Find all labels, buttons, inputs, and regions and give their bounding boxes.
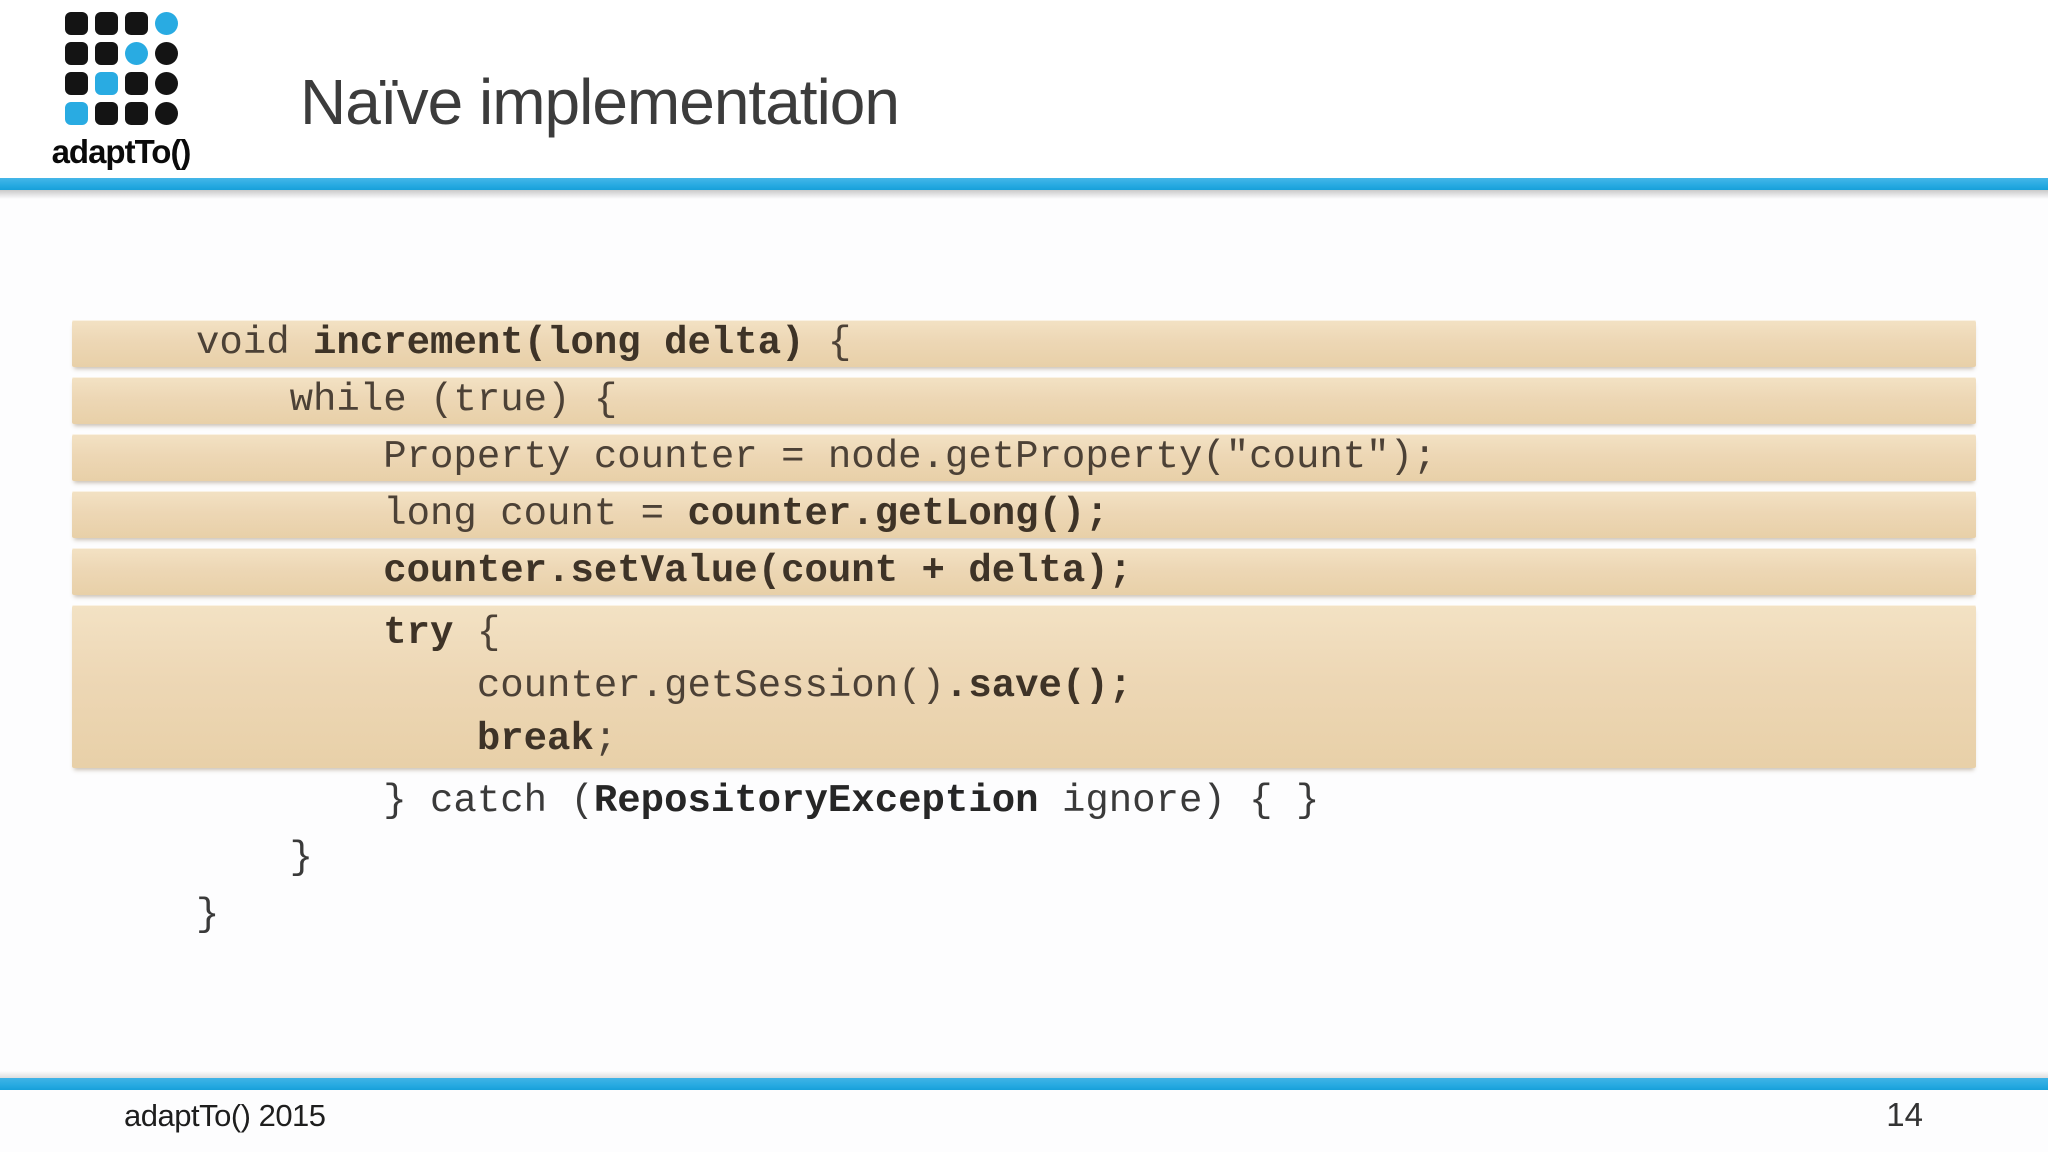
code-token-bold: increment(long delta) [313,321,805,365]
header-divider [0,178,2048,199]
code-block: void increment(long delta) { while (true)… [72,320,1976,949]
logo-tile [154,42,178,65]
logo-tile [154,102,178,125]
logo-tile [94,72,118,95]
logo-tile [124,102,148,125]
logo-tile [64,12,88,35]
footer-page-number: 14 [1886,1096,1923,1133]
adaptto-logo: adaptTo() [36,12,206,171]
logo-text: adaptTo() [51,133,192,170]
code-token: } [196,893,220,937]
slide-header: adaptTo() Naïve implementation [0,0,2048,178]
code-line: counter.getSession().save(); [72,660,1976,713]
code-token: } [289,836,314,880]
logo-tile [64,72,88,95]
code-token: { [804,321,852,365]
code-line: void increment(long delta) { [72,320,1976,367]
logo-tile [64,102,88,125]
code-token-bold: counter.setValue(count + delta); [383,549,1133,593]
page-title: Naïve implementation [300,66,900,138]
code-line: Property counter = node.getProperty("cou… [72,434,1976,481]
code-token: } catch ( [383,779,594,823]
code-token: counter.getSession() [476,664,945,708]
code-token: ; [593,717,618,761]
logo-grid-icon [64,12,178,125]
logo-tile [154,72,178,95]
logo-tile [94,102,118,125]
code-line: break; [72,713,1976,766]
code-token: { [453,611,501,655]
code-token: ignore) { } [1038,779,1320,823]
code-highlight-group: try {counter.getSession().save();break; [72,605,1976,768]
code-token: Property counter = node.getProperty("cou… [383,435,1437,479]
code-line: try { [72,607,1976,660]
logo-tile [124,42,148,65]
code-line: } catch (RepositoryException ignore) { } [72,778,1976,825]
logo-tile [124,72,148,95]
code-token-bold: RepositoryException [593,779,1039,823]
code-line: counter.setValue(count + delta); [72,548,1976,595]
code-token-bold: counter.getLong(); [687,492,1109,536]
footer-conference-label: adaptTo() 2015 [124,1098,326,1133]
logo-tile [64,42,88,65]
code-line: } [72,835,1976,882]
code-token: void [196,321,314,365]
logo-tile [94,42,118,65]
code-line: } [72,892,1976,939]
footer-divider [0,1071,2048,1090]
logo-tile [94,12,118,35]
code-token-bold: .save(); [944,664,1133,708]
code-token: long count = [383,492,688,536]
code-token-bold: break [476,717,594,761]
code-line: while (true) { [72,377,1976,424]
code-token: while (true) { [289,378,618,422]
code-token-bold: try [383,611,454,655]
logo-tile [154,12,178,35]
code-line: long count = counter.getLong(); [72,491,1976,538]
logo-tile [124,12,148,35]
